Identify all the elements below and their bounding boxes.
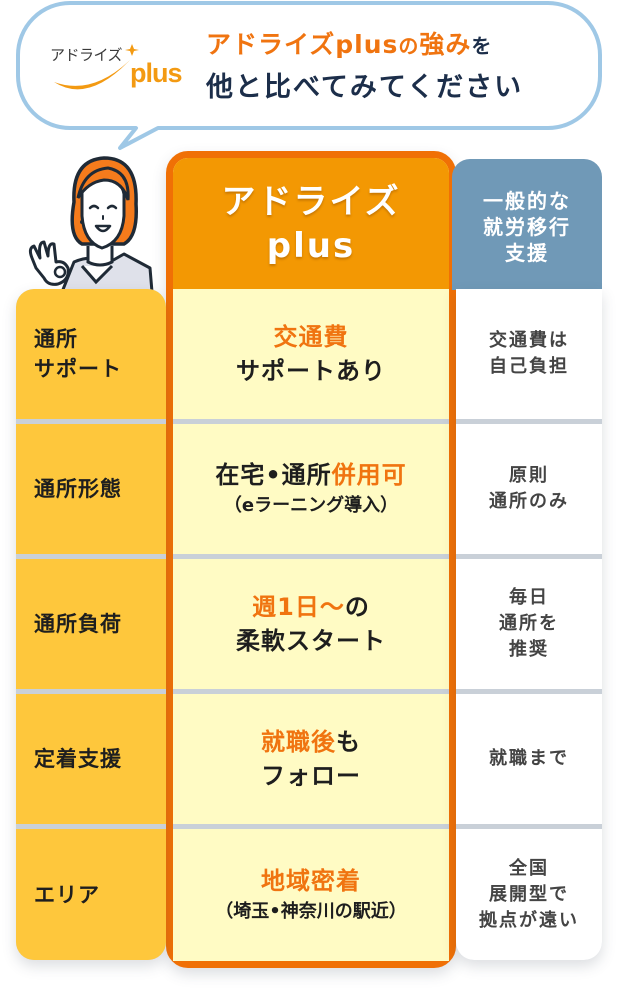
- logo-plus: plus: [130, 58, 183, 88]
- ours-line: 就職後も: [261, 725, 361, 759]
- ours-text: も: [336, 728, 361, 756]
- adorise-plus-logo: アドライズ plus: [48, 38, 198, 102]
- theirs-cell-retention-support: 就職まで: [456, 694, 602, 824]
- row-divider: [173, 554, 449, 559]
- adorise-plus-header: アドライズ plus: [173, 158, 449, 289]
- ours-cell-commute-load: 週1日～の 柔軟スタート: [173, 559, 449, 689]
- ours-highlight: 地域密着: [261, 867, 361, 895]
- ours-line-2: 柔軟スタート: [236, 627, 386, 655]
- row-labels-column: 通所サポート 通所形態 通所負荷 定着支援 エリア: [16, 289, 166, 960]
- speech-bubble: [16, 1, 602, 150]
- row-label-commute-support: 通所サポート: [16, 289, 166, 419]
- theirs-title-line-2: 就労移行: [483, 214, 571, 239]
- ours-sub: （eラーニング導入）: [223, 495, 399, 516]
- ours-highlight: 併用可: [331, 461, 407, 489]
- ours-highlight: 交通費: [273, 323, 349, 351]
- adorise-plus-cells: 交通費 サポートあり 在宅•通所併用可 （eラーニング導入） 週1日～の 柔軟ス…: [173, 289, 449, 961]
- theirs-line: 毎日: [509, 587, 549, 608]
- headline-line-2: 他と比べてみてください: [206, 72, 524, 103]
- row-label-area: エリア: [16, 829, 166, 960]
- ours-line-2: フォロー: [261, 762, 361, 790]
- row-divider: [173, 824, 449, 829]
- theirs-title-line-3: 支援: [505, 240, 549, 265]
- ours-text: の: [344, 593, 370, 621]
- ours-cell-retention-support: 就職後も フォロー: [173, 694, 449, 824]
- row-label-commute-load: 通所負荷: [16, 559, 166, 689]
- ours-cell-commute-support: 交通費 サポートあり: [173, 289, 449, 419]
- woman-ok-gesture-illustration: [28, 156, 154, 292]
- headline-particle: の: [398, 34, 420, 58]
- theirs-cell-commute-support: 交通費は自己負担: [456, 289, 602, 419]
- ours-highlight: 週1日～: [252, 593, 345, 621]
- theirs-line: 展開型で: [489, 883, 569, 905]
- headline-particle-wo: を: [471, 34, 493, 58]
- row-divider: [173, 419, 449, 424]
- ours-highlight: 就職後: [261, 728, 336, 756]
- ours-cell-commute-style: 在宅•通所併用可 （eラーニング導入）: [173, 424, 449, 554]
- headline: アドライズplusの強みを 他と比べてみてください: [206, 24, 586, 109]
- ours-line: 週1日～の: [252, 590, 370, 624]
- row-divider: [173, 689, 449, 694]
- theirs-title-line-1: 一般的な: [483, 188, 571, 213]
- ours-cell-area: 地域密着 （埼玉•神奈川の駅近）: [173, 829, 449, 961]
- theirs-line: 交通費は: [489, 330, 569, 351]
- ours-text: 在宅•通所: [215, 461, 332, 489]
- theirs-line: 通所を: [499, 613, 559, 634]
- theirs-line: 全国: [509, 857, 549, 879]
- headline-brand: アドライズplus: [206, 30, 399, 59]
- label-line: 通所: [34, 327, 78, 351]
- theirs-cell-commute-load: 毎日通所を推奨: [456, 559, 602, 689]
- ours-text: サポートあり: [236, 357, 386, 385]
- ours-title-line-1: アドライズ: [221, 181, 401, 222]
- theirs-line: 自己負担: [489, 356, 569, 377]
- theirs-line: 拠点が遠い: [479, 909, 579, 931]
- theirs-line: 推奨: [509, 639, 549, 660]
- theirs-line: 原則: [509, 465, 549, 486]
- row-label-retention-support: 定着支援: [16, 694, 166, 824]
- ours-title-line-2: plus: [266, 225, 356, 266]
- logo-text: アドライズ: [50, 46, 123, 64]
- theirs-cell-area: 全国展開型で拠点が遠い: [456, 829, 602, 960]
- headline-line-1: アドライズplusの強みを: [206, 24, 586, 67]
- general-support-header: 一般的な 就労移行 支援: [452, 159, 602, 290]
- theirs-line: 通所のみ: [489, 491, 569, 512]
- theirs-line: 就職まで: [489, 748, 569, 769]
- ours-sub: （埼玉•神奈川の駅近）: [215, 901, 407, 922]
- logo-swoosh-icon: [54, 44, 139, 90]
- headline-strength: 強み: [419, 30, 472, 59]
- ours-line: 在宅•通所併用可: [215, 458, 406, 492]
- label-line: サポート: [34, 357, 122, 381]
- row-label-commute-style: 通所形態: [16, 424, 166, 554]
- general-support-cells: 交通費は自己負担 原則通所のみ 毎日通所を推奨 就職まで 全国展開型で拠点が遠い: [456, 289, 602, 960]
- theirs-cell-commute-style: 原則通所のみ: [456, 424, 602, 554]
